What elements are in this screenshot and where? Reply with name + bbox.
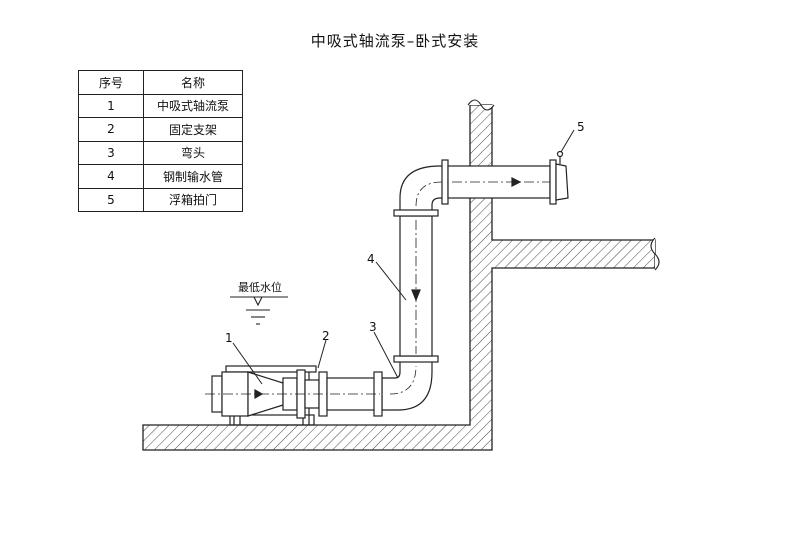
legend-row: 3 弯头 xyxy=(78,140,243,165)
legend-row-no: 3 xyxy=(78,140,144,165)
legend-row-name: 钢制输水管 xyxy=(143,164,243,189)
legend-header-no: 序号 xyxy=(78,70,144,95)
wall-break-line xyxy=(467,99,495,111)
diagram-title: 中吸式轴流泵–卧式安装 xyxy=(310,32,480,50)
callout-1: 1 xyxy=(225,331,233,345)
outlet-pipe xyxy=(447,159,560,205)
callout-2: 2 xyxy=(322,329,330,343)
flap-gate xyxy=(555,150,569,201)
lower-elbow xyxy=(382,360,433,411)
slab-break-line xyxy=(650,237,660,271)
legend-row-name: 弯头 xyxy=(143,140,243,165)
horizontal-pipe xyxy=(326,371,383,417)
callout-3: 3 xyxy=(369,320,377,334)
legend-row-no: 2 xyxy=(78,117,144,142)
callout-4: 4 xyxy=(367,252,375,266)
legend-row-name: 浮箱拍门 xyxy=(143,187,243,212)
legend-row: 5 浮箱拍门 xyxy=(78,187,243,212)
legend-row: 1 中吸式轴流泵 xyxy=(78,93,243,118)
legend-header-name: 名称 xyxy=(143,70,243,95)
callouts xyxy=(232,129,575,385)
axial-flow-pump xyxy=(205,369,335,419)
callout-5: 5 xyxy=(577,120,585,134)
vertical-steel-pipe xyxy=(393,209,439,363)
legend-row-name: 固定支架 xyxy=(143,117,243,142)
water-level-label: 最低水位 xyxy=(238,280,282,294)
legend-row: 4 钢制输水管 xyxy=(78,164,243,189)
legend-row: 2 固定支架 xyxy=(78,117,243,142)
legend-row-name: 中吸式轴流泵 xyxy=(143,93,243,118)
parts-legend-table: 序号 名称 1 中吸式轴流泵 2 固定支架 3 弯头 4 钢制输水管 5 浮箱拍… xyxy=(78,70,243,212)
legend-header-row: 序号 名称 xyxy=(78,70,243,95)
legend-row-no: 1 xyxy=(78,93,144,118)
legend-row-no: 5 xyxy=(78,187,144,212)
water-level-symbol xyxy=(230,296,288,325)
upper-elbow xyxy=(399,159,449,210)
